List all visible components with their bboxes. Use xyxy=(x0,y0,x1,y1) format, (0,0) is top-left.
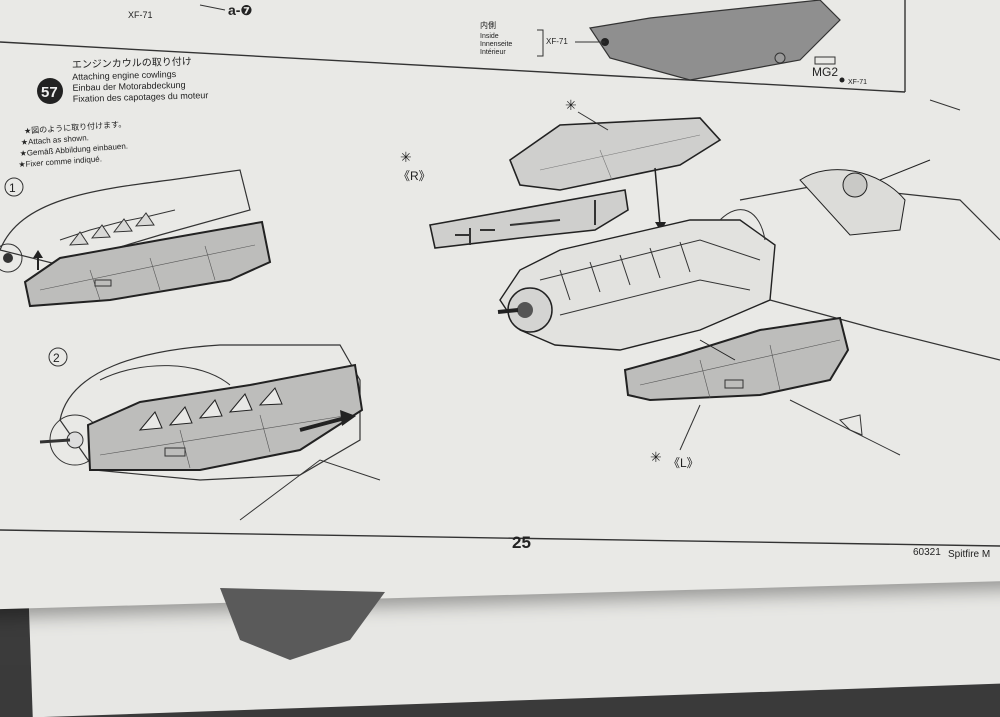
footer-code: 60321 xyxy=(913,547,941,558)
right-cowling-strip xyxy=(429,189,629,249)
cowling-r-label: 《R》 xyxy=(398,169,431,183)
page-artwork: XF-71 a-❼ 内側 Inside Innenseite Intérieur… xyxy=(0,0,1000,660)
left-cowling-panel xyxy=(623,316,850,402)
inside-label-jp: 内側 xyxy=(480,20,496,30)
section-divider-line xyxy=(0,41,906,93)
step-notes: ★図のように取り付けます。 ★Attach as shown. ★Gemäß A… xyxy=(18,119,128,170)
inside-label-de: Innenseite xyxy=(480,41,512,48)
page-number: 25 xyxy=(512,533,531,552)
cowling-l-label: 《L》 xyxy=(668,456,699,470)
top-cowling-panel xyxy=(509,117,722,191)
step-title-en: Attaching engine cowlings xyxy=(72,69,177,82)
cowling-panel-1 xyxy=(23,220,272,308)
wing-panel-drawing xyxy=(588,0,841,81)
mg-paint: XF-71 xyxy=(848,79,867,86)
glue-mark-top: ✳ xyxy=(565,98,577,114)
glue-mark-r: ✳ xyxy=(400,150,412,166)
substep-2-number: 2 xyxy=(53,351,60,365)
inside-label-en: Inside xyxy=(480,33,499,40)
step-title-jp: エンジンカウルの取り付け xyxy=(72,55,192,71)
step-badge: 57 xyxy=(37,78,63,104)
inside-label-fr: Intérieur xyxy=(480,49,506,56)
footer-title: Spitfire M xyxy=(948,549,990,560)
substep-1-number: 1 xyxy=(9,181,16,195)
page-bottom-rule xyxy=(0,529,1000,547)
substep-1: 1 xyxy=(0,169,272,308)
step-number: 57 xyxy=(41,84,58,101)
lower-sheet-drawing xyxy=(220,588,385,660)
glue-mark-l: ✳ xyxy=(650,450,662,466)
mg-part-number: MG2 xyxy=(812,65,838,79)
cowling-panel-2 xyxy=(86,363,364,471)
top-callout: a-❼ xyxy=(228,2,252,18)
callout-leader xyxy=(199,4,226,11)
inside-label-block: 内側 Inside Innenseite Intérieur XF-71 xyxy=(480,20,568,57)
inside-paint: XF-71 xyxy=(546,37,568,46)
step-title-de: Einbau der Motorabdeckung xyxy=(72,80,185,93)
step-title-fr: Fixation des capotages du moteur xyxy=(73,90,209,104)
note-jp: ★図のように取り付けます。 xyxy=(24,119,127,136)
step-title-block: エンジンカウルの取り付け Attaching engine cowlings E… xyxy=(72,55,209,104)
substep-2: 2 xyxy=(39,344,381,521)
top-left-paint-label: XF-71 xyxy=(128,10,153,20)
engine-assembly: ✳ ✳ 《R》 xyxy=(398,98,1000,470)
